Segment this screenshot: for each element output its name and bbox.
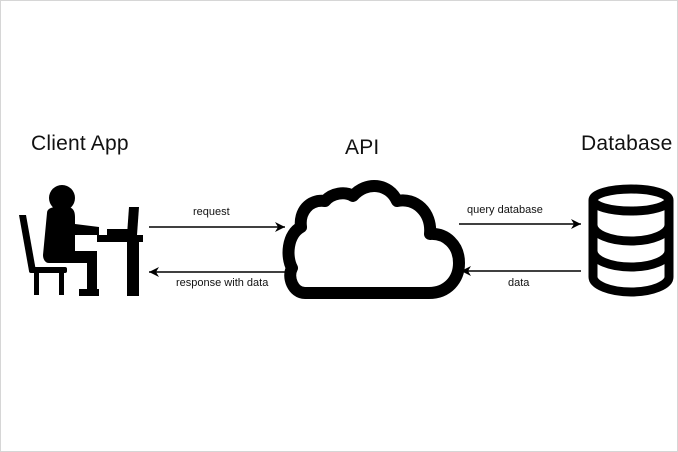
database-icon xyxy=(588,184,674,297)
request-label: request xyxy=(193,206,230,218)
api-title: API xyxy=(345,136,380,159)
person-at-computer-icon xyxy=(19,185,143,296)
query-label: query database xyxy=(467,204,543,216)
response-label: response with data xyxy=(176,277,269,289)
cloud-icon xyxy=(282,180,465,299)
database-title: Database xyxy=(581,132,673,155)
data-label: data xyxy=(508,277,530,289)
client-app-title: Client App xyxy=(31,132,129,155)
